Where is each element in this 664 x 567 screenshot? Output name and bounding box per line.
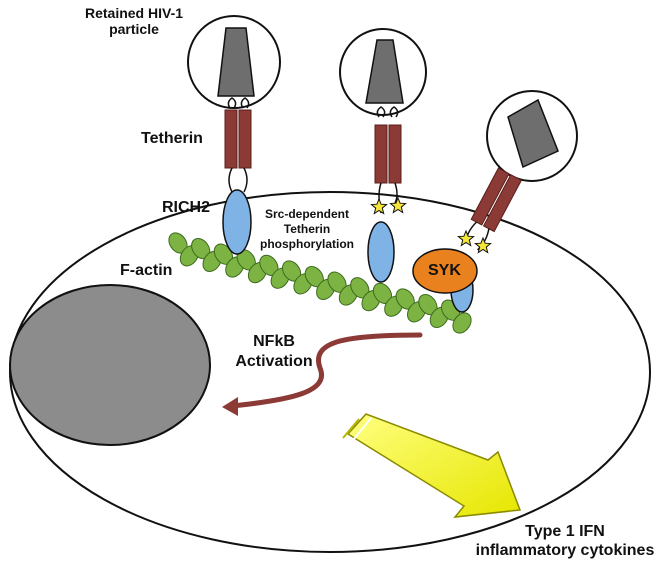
virus-particle-1 bbox=[187, 15, 281, 109]
retained-label-line-2: particle bbox=[109, 21, 159, 37]
retained-label-line-1: Retained HIV-1 bbox=[84, 5, 184, 21]
f-actin-label: F-actin bbox=[120, 262, 173, 279]
tetherin-2 bbox=[374, 106, 402, 214]
nfkb-arrow bbox=[229, 332, 423, 409]
phospho-star bbox=[370, 197, 388, 215]
src-phosphorylation-label: Src-dependent Tetherin phosphorylation bbox=[254, 207, 360, 252]
src-label-line-1: Src-dependent bbox=[264, 207, 349, 221]
nucleus bbox=[9, 284, 211, 446]
syk-protein bbox=[412, 248, 478, 294]
ifn-arrow bbox=[342, 413, 522, 518]
nfkb-label-line-1: NFkB bbox=[253, 333, 295, 350]
retained-particle-label: Retained HIV-1 particle bbox=[76, 5, 192, 37]
rich2-protein-2 bbox=[367, 221, 395, 283]
src-label-line-3: phosphorylation bbox=[260, 237, 354, 251]
phospho-star bbox=[389, 196, 407, 214]
ifn-label-line-2: inflammatory cytokines bbox=[475, 542, 655, 559]
capsid-1 bbox=[217, 27, 255, 97]
phospho-star bbox=[457, 229, 475, 247]
ifn-label: Type 1 IFN inflammatory cytokines bbox=[470, 522, 660, 560]
tetherin-1 bbox=[224, 97, 252, 193]
f-actin-filament bbox=[168, 232, 472, 334]
virus-particle-3 bbox=[486, 90, 578, 182]
tetherin-3 bbox=[464, 167, 523, 251]
rich2-label: RICH2 bbox=[162, 199, 211, 216]
src-label-line-2: Tetherin bbox=[283, 222, 331, 236]
rich2-protein-1 bbox=[222, 189, 252, 255]
nfkb-label: NFkB Activation bbox=[228, 332, 320, 372]
capsid-2 bbox=[365, 39, 404, 104]
virus-particle-2 bbox=[339, 28, 427, 116]
nfkb-arrowhead bbox=[222, 397, 238, 416]
tetherin-label: Tetherin bbox=[141, 130, 203, 147]
f-actin-subunit bbox=[452, 312, 472, 334]
nfkb-label-line-2: Activation bbox=[235, 353, 313, 370]
syk-label: SYK bbox=[428, 262, 461, 279]
ifn-label-line-1: Type 1 IFN bbox=[525, 523, 605, 540]
capsid-3 bbox=[507, 98, 559, 169]
phosphorylation-stars bbox=[370, 196, 492, 254]
phospho-star bbox=[474, 236, 492, 254]
